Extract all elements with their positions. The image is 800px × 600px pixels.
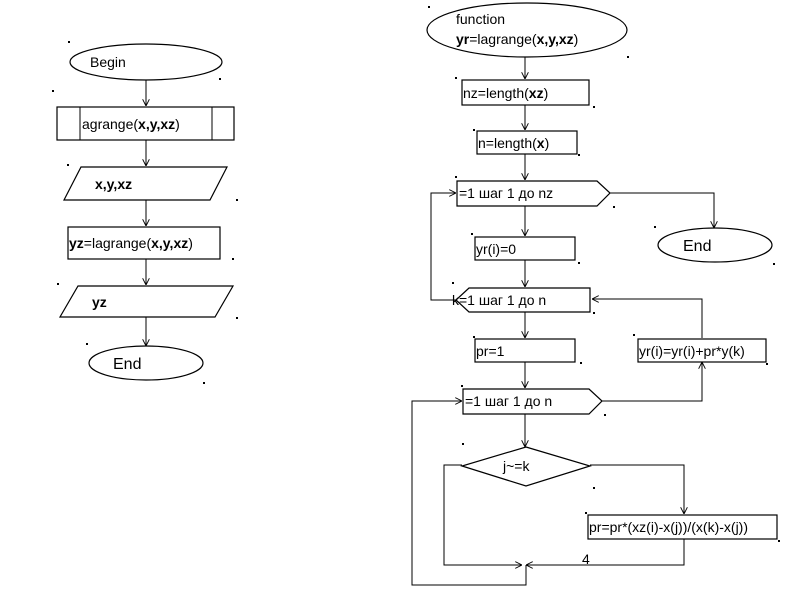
- cond-false-connector: [443, 464, 522, 565]
- loop-j-exit-connector: [602, 362, 702, 402]
- n-length-label: n=length(x): [478, 135, 549, 151]
- function-keyword-label: function: [456, 11, 505, 27]
- loop-j-label: =1 шаг 1 до n: [465, 393, 552, 409]
- connector-number-label: 4: [582, 551, 590, 567]
- loop-k-label: k=1 шаг 1 до n: [452, 292, 546, 308]
- background-specks: [52, 6, 780, 542]
- call-lagrange-process: agrange(x,y,xz): [56, 106, 235, 141]
- function-end-terminator: End: [657, 227, 773, 263]
- function-end-label: End: [683, 238, 711, 255]
- loop-i-exit-connector: [610, 192, 714, 228]
- loop-j-block: =1 шаг 1 до n: [462, 388, 603, 415]
- begin-label: Begin: [90, 54, 126, 70]
- end-label: End: [113, 356, 141, 373]
- nz-length-label: nz=length(xz): [463, 85, 548, 101]
- loop-k-return-connector: [430, 193, 456, 301]
- pr-init-label: pr=1: [476, 343, 505, 359]
- yr-init-process: yr(i)=0: [474, 236, 576, 261]
- loop-k-block: k=1 шаг 1 до n: [452, 287, 591, 313]
- pr-update-process: pr=pr*(xz(i)-x(j))/(x(k)-x(j)): [587, 514, 778, 540]
- end-terminator: End: [88, 345, 204, 381]
- yr-update-process: yr(i)=yr(i)+pr*y(k): [637, 338, 767, 363]
- main-flowchart: Begin agrange(x,y,xz) x,y,xz yz=lagrange…: [56, 43, 235, 381]
- call-lagrange-label: agrange(x,y,xz): [82, 116, 180, 132]
- loop-i-block: =1 шаг 1 до nz: [456, 180, 611, 207]
- yr-init-label: yr(i)=0: [476, 241, 516, 257]
- function-header-terminator: function yr=lagrange(x,y,xz): [426, 2, 628, 58]
- decision-label: j~=k: [502, 458, 530, 474]
- nz-length-process: nz=length(xz): [461, 79, 590, 106]
- begin-terminator: Begin: [69, 43, 223, 81]
- pr-update-merge-connector: [526, 539, 685, 565]
- n-length-process: n=length(x): [476, 130, 578, 155]
- cond-true-connector: [590, 464, 684, 514]
- function-flowchart: function yr=lagrange(x,y,xz) nz=length(x…: [411, 2, 778, 586]
- decision-j-neq-k: j~=k: [459, 446, 593, 487]
- yr-update-return-connector: [592, 299, 703, 338]
- assign-yz-process: yz=lagrange(x,y,xz): [67, 226, 221, 260]
- input-label: x,y,xz: [95, 176, 132, 192]
- assign-yz-label: yz=lagrange(x,y,xz): [69, 235, 193, 251]
- output-label: yz: [92, 294, 107, 310]
- pr-init-process: pr=1: [474, 338, 576, 363]
- loop-j-return-connector: [411, 401, 527, 586]
- output-data: yz: [58, 285, 235, 318]
- function-signature-label: yr=lagrange(x,y,xz): [456, 31, 578, 47]
- pr-update-label: pr=pr*(xz(i)-x(j))/(x(k)-x(j)): [589, 519, 748, 535]
- input-data: x,y,xz: [63, 166, 228, 201]
- yr-update-label: yr(i)=yr(i)+pr*y(k): [639, 343, 745, 359]
- loop-i-label: =1 шаг 1 до nz: [459, 185, 553, 201]
